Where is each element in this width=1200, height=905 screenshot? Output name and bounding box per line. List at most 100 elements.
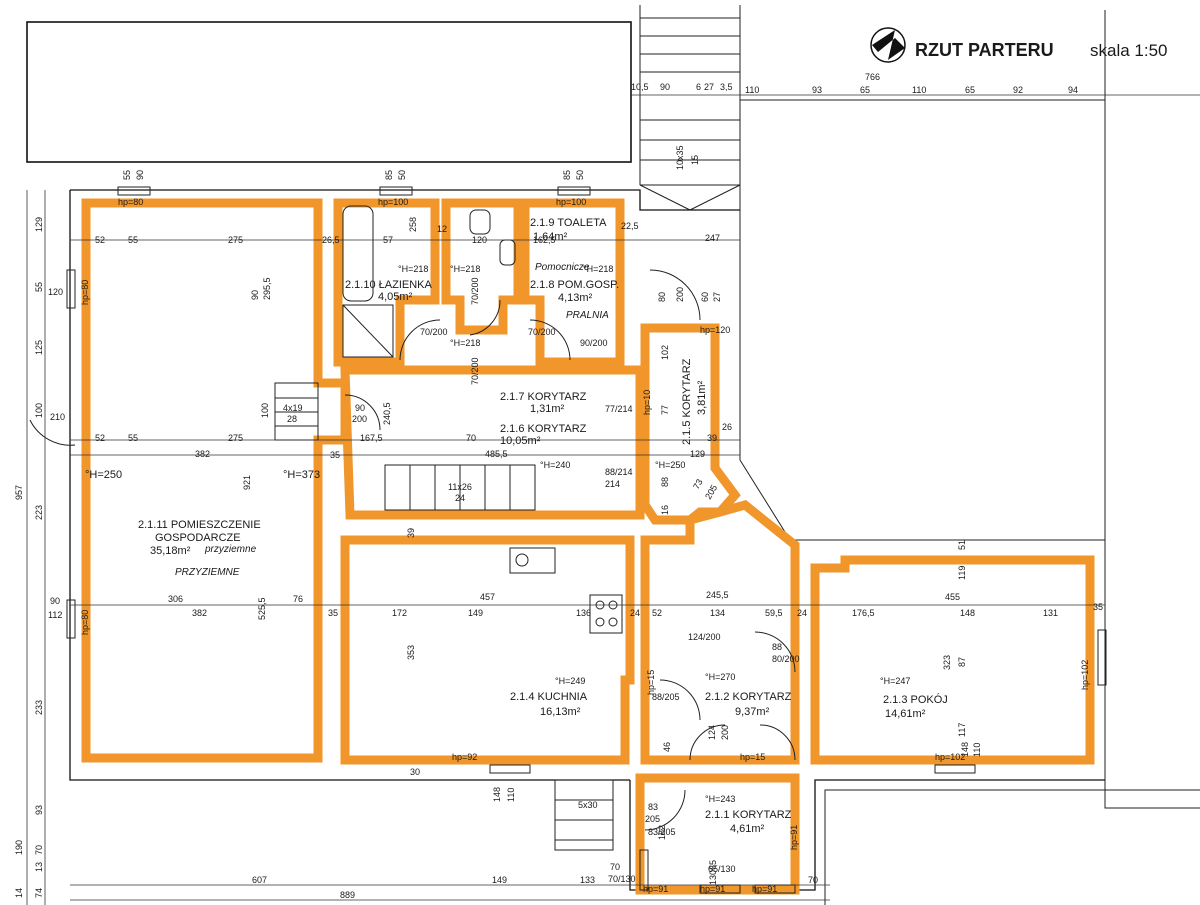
svg-text:607: 607 xyxy=(252,875,267,885)
room-name: 2.1.10 ŁAZIENKA xyxy=(345,279,432,291)
svg-text:4x19: 4x19 xyxy=(283,403,303,413)
svg-text:102: 102 xyxy=(660,345,670,360)
interior-dimensions-row2: 52 55 275 167,5 70 485,5 39 26 xyxy=(95,422,732,459)
room-name: 2.1.4 KUCHNIA xyxy=(510,691,588,703)
svg-text:353: 353 xyxy=(406,645,416,660)
svg-text:46: 46 xyxy=(662,742,672,752)
svg-text:70/200: 70/200 xyxy=(420,327,448,337)
handwritten-note: przyziemne xyxy=(204,544,257,555)
svg-text:120: 120 xyxy=(48,287,63,297)
handwritten-note: PRALNIA xyxy=(566,310,609,321)
svg-text:93: 93 xyxy=(812,85,822,95)
room-height: °H=247 xyxy=(880,676,910,686)
svg-text:124/200: 124/200 xyxy=(688,632,721,642)
room-area: 16,13m² xyxy=(540,706,581,718)
interior-dimensions-row1: 52 55 275 26,5 57 258 12 120 162,5 22,5 … xyxy=(95,217,720,245)
svg-text:205: 205 xyxy=(703,483,719,501)
svg-text:90: 90 xyxy=(250,290,260,300)
svg-text:52: 52 xyxy=(652,608,662,618)
svg-text:112: 112 xyxy=(48,610,62,620)
svg-text:148: 148 xyxy=(492,787,502,802)
svg-text:90: 90 xyxy=(50,596,60,606)
svg-text:210: 210 xyxy=(50,412,65,422)
svg-text:125: 125 xyxy=(34,340,44,355)
svg-text:119: 119 xyxy=(957,566,967,580)
svg-text:65/130: 65/130 xyxy=(708,864,736,874)
room-height: °H=250 xyxy=(85,469,122,481)
svg-text:27: 27 xyxy=(704,82,714,92)
room-area: 4,13m² xyxy=(558,292,593,304)
svg-text:93: 93 xyxy=(34,805,44,815)
door-labels: 70/200 70/200 70/200 70/200 90/200 77/21… xyxy=(420,277,800,884)
svg-text:70: 70 xyxy=(808,875,818,885)
svg-text:65: 65 xyxy=(965,85,975,95)
svg-text:957: 957 xyxy=(14,485,24,500)
svg-text:70: 70 xyxy=(610,862,620,872)
svg-text:51: 51 xyxy=(957,540,967,550)
svg-text:24: 24 xyxy=(455,493,465,503)
room-name: 2.1.3 POKÓJ xyxy=(883,693,948,706)
svg-text:100: 100 xyxy=(34,403,44,418)
top-dimensions: 766 10,5 90 6 27 3,5 110 93 65 110 65 92… xyxy=(631,72,1078,95)
svg-text:16: 16 xyxy=(660,505,670,515)
svg-text:525,5: 525,5 xyxy=(257,597,267,620)
svg-text:73: 73 xyxy=(691,477,705,491)
svg-text:70: 70 xyxy=(466,433,476,443)
svg-text:83/205: 83/205 xyxy=(648,827,676,837)
svg-text:35: 35 xyxy=(1093,602,1103,612)
bottom-dimensions: 607 149 133 70 889 xyxy=(252,875,818,900)
svg-text:245,5: 245,5 xyxy=(706,590,729,600)
svg-text:200: 200 xyxy=(720,725,730,740)
room-area: 10,05m² xyxy=(500,435,541,447)
plan-title: RZUT PARTERU xyxy=(915,40,1054,60)
svg-text:172: 172 xyxy=(392,608,407,618)
svg-text:182: 182 xyxy=(657,825,667,840)
svg-text:50: 50 xyxy=(397,170,407,180)
svg-text:133: 133 xyxy=(580,875,595,885)
svg-text:921: 921 xyxy=(242,475,252,490)
svg-text:88/214: 88/214 xyxy=(605,467,633,477)
room-walls xyxy=(81,198,1095,895)
svg-text:275: 275 xyxy=(228,235,243,245)
handwritten-note: PRZYZIEMNE xyxy=(175,567,240,578)
svg-text:70/200: 70/200 xyxy=(528,327,556,337)
svg-text:200: 200 xyxy=(352,414,367,424)
room-area: 9,37m² xyxy=(735,706,770,718)
svg-text:65: 65 xyxy=(708,860,718,870)
svg-text:94: 94 xyxy=(1068,85,1078,95)
svg-text:26: 26 xyxy=(722,422,732,432)
room-name: 2.1.8 POM.GOSP. xyxy=(530,279,619,291)
svg-text:hp=80: hp=80 xyxy=(118,197,143,207)
svg-text:hp=80: hp=80 xyxy=(80,610,90,635)
svg-text:275: 275 xyxy=(228,433,243,443)
dimension-lines xyxy=(26,94,1200,905)
svg-text:50: 50 xyxy=(575,170,585,180)
svg-text:92: 92 xyxy=(1013,85,1023,95)
svg-text:6: 6 xyxy=(696,82,701,92)
svg-text:70/130: 70/130 xyxy=(608,874,636,884)
svg-text:87: 87 xyxy=(957,657,967,667)
svg-text:39: 39 xyxy=(707,433,717,443)
svg-text:85: 85 xyxy=(384,170,394,180)
svg-text:88: 88 xyxy=(772,642,782,652)
svg-text:129: 129 xyxy=(690,449,705,459)
svg-text:52: 52 xyxy=(95,433,105,443)
svg-text:167,5: 167,5 xyxy=(360,433,383,443)
svg-text:117: 117 xyxy=(957,723,967,737)
svg-text:26,5: 26,5 xyxy=(322,235,340,245)
svg-text:10x35: 10x35 xyxy=(675,145,685,170)
svg-text:55: 55 xyxy=(122,170,132,180)
svg-text:205: 205 xyxy=(645,814,660,824)
room-height: °H=218 xyxy=(450,264,480,274)
svg-text:14: 14 xyxy=(14,888,24,898)
room-area: 4,05m² xyxy=(378,291,413,303)
svg-text:214: 214 xyxy=(605,479,620,489)
svg-text:247: 247 xyxy=(705,233,720,243)
room-name: GOSPODARCZE xyxy=(155,532,241,544)
svg-text:77: 77 xyxy=(660,405,670,415)
svg-text:110: 110 xyxy=(972,743,982,757)
svg-text:130: 130 xyxy=(708,870,718,885)
svg-text:hp=102: hp=102 xyxy=(935,752,965,762)
corridor-height: °H=218 xyxy=(450,338,480,348)
svg-text:5x30: 5x30 xyxy=(578,800,598,810)
